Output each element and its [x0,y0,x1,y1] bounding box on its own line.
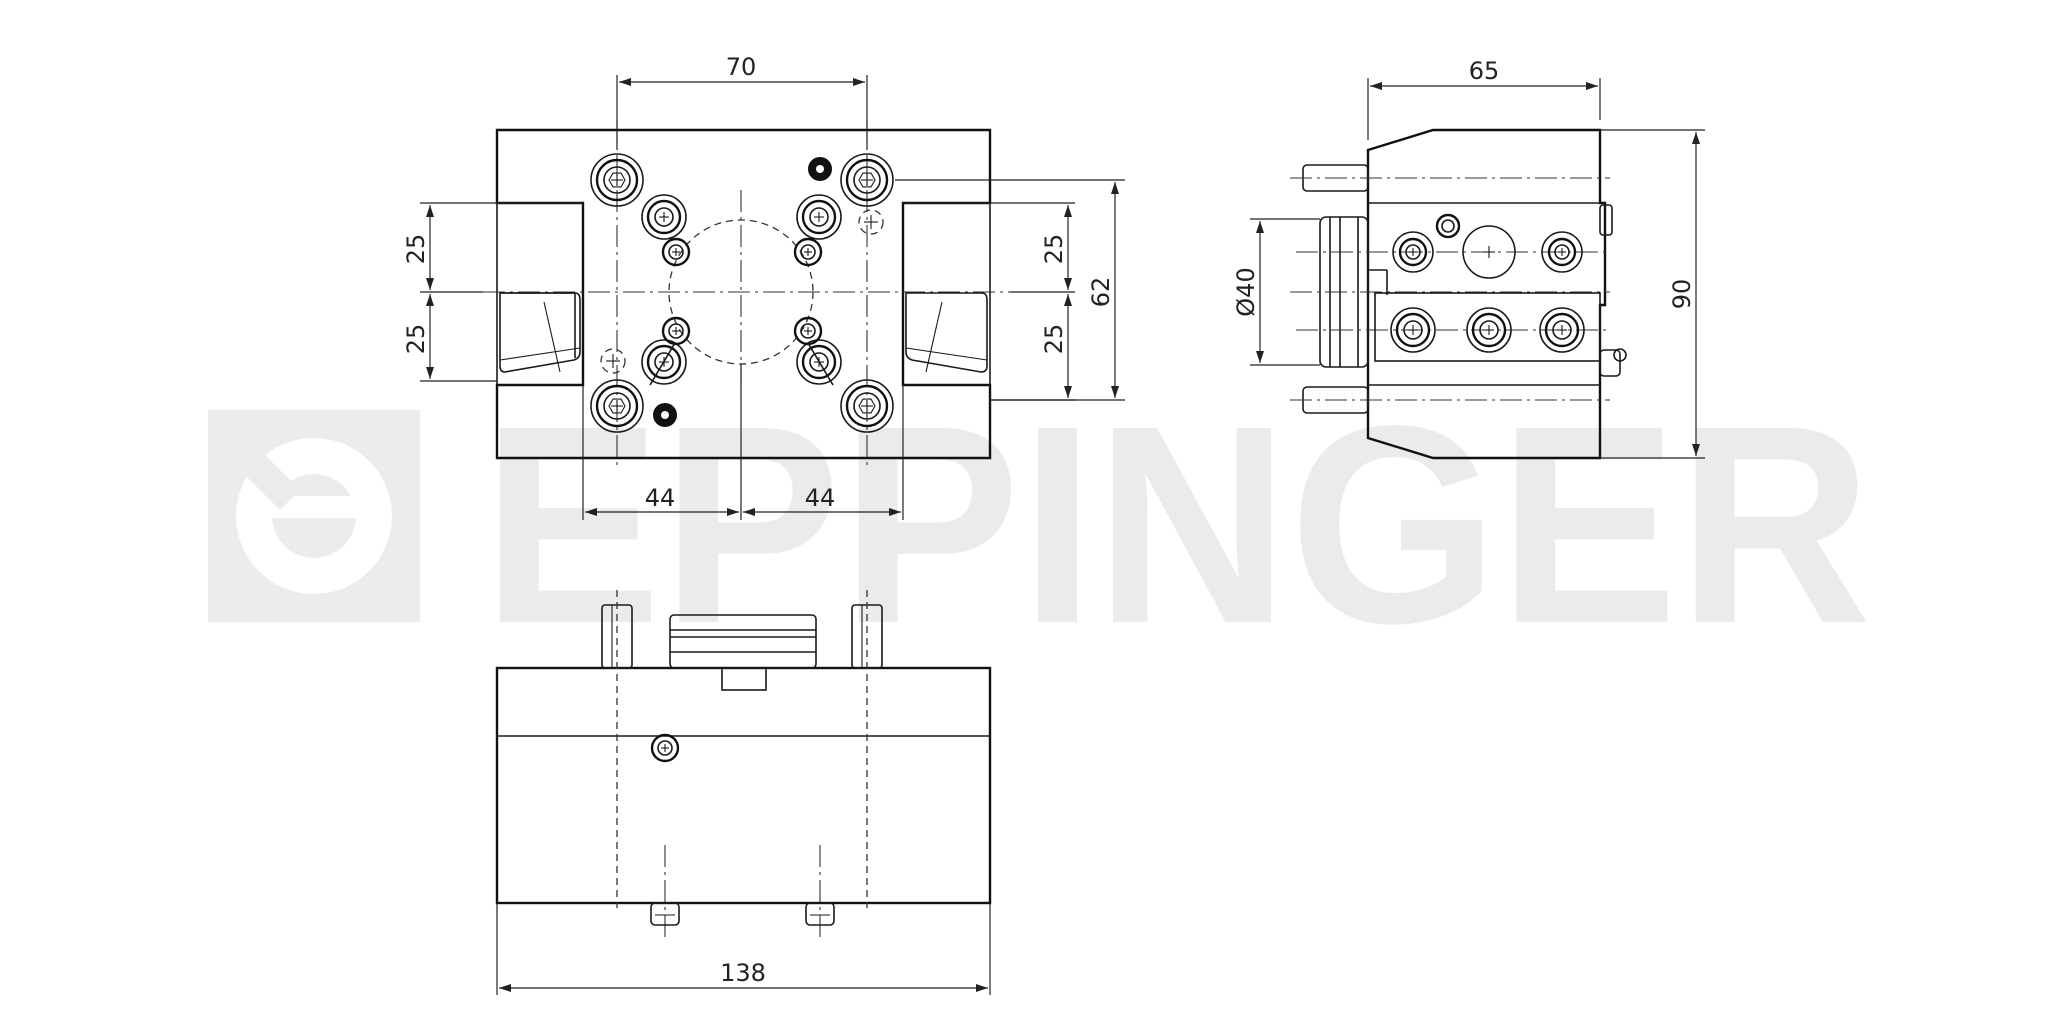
right-clamp-wedge [905,292,988,373]
adjust-screw-icon [793,237,823,267]
dim-side-width: 65 [1469,57,1500,85]
dim-lower-left: 25 [402,324,430,355]
bottom-screw-left [650,902,680,926]
dim-overall-height: 62 [1087,277,1115,308]
dim-left-offset: 44 [645,484,676,512]
dim-right-offset: 44 [805,484,836,512]
dim-diameter: Ø40 [1232,267,1260,316]
coolant-port-icon [1462,225,1516,279]
watermark-text: EPPINGER [482,367,1872,682]
adjust-screw-icon [793,316,823,346]
dim-total-length: 138 [720,959,766,987]
screw-icon [795,193,843,241]
clamp-block [1374,292,1601,362]
eppinger-watermark: EPPINGER [208,367,1872,682]
set-screw-icon [650,733,680,763]
screw-icon [640,193,688,241]
front-view [495,590,992,940]
left-clamp-wedge [499,292,581,373]
clamp-screw-icon [1465,306,1513,354]
locator-pin-icon [653,403,677,427]
watermark-logo-glyph [230,438,392,594]
dim-lower-right: 25 [1040,324,1068,355]
side-view-dimensions: 65 Ø40 90 [1232,57,1705,459]
clamp-screw-icon [1389,306,1437,354]
clamp-screw-icon [1538,306,1586,354]
bottom-screw-right [805,902,835,926]
side-view-outline [1366,128,1607,460]
front-view-outline [495,666,992,905]
side-view [1290,128,1627,460]
dim-upper-left: 25 [402,234,430,265]
dim-upper-right: 25 [1040,234,1068,265]
front-view-dimensions: 138 [496,903,991,995]
stop-pin-icon [1599,348,1627,377]
dim-top-width: 70 [726,53,757,81]
locator-pin-icon [808,157,832,181]
dim-side-height: 90 [1668,279,1696,310]
top-view-dimensions: 70 25 25 25 25 62 44 44 [402,53,1125,520]
